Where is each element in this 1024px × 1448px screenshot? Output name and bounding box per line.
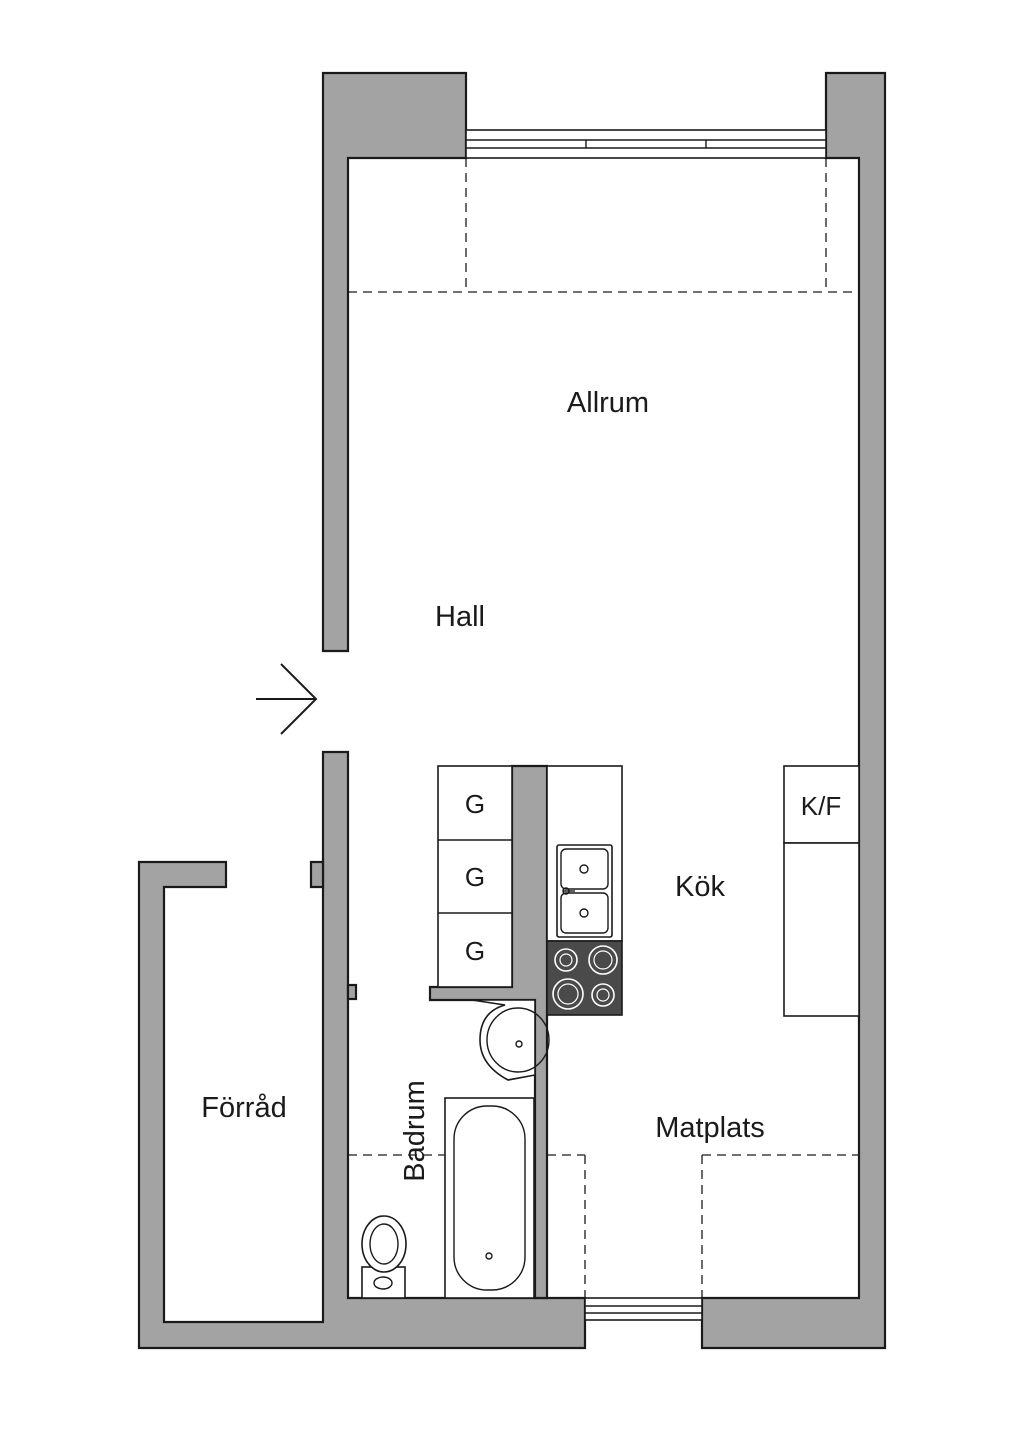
wall-jamb	[346, 983, 358, 1001]
wardrobes	[437, 765, 513, 988]
toilet-icon	[361, 1215, 407, 1299]
window-top	[465, 129, 827, 159]
room-labels: Allrum Hall Kök Matplats Förråd Badrum	[201, 387, 765, 1182]
wardrobe-label-3: G	[465, 936, 485, 966]
entrance-arrow-icon	[256, 663, 318, 735]
washbasin-icon	[471, 999, 550, 1081]
room-label-forrad: Förråd	[201, 1092, 286, 1124]
bathtub-icon	[444, 1097, 535, 1299]
wardrobe-label-2: G	[465, 862, 485, 892]
kitchen-sink-icon	[556, 844, 613, 938]
stove-icon	[546, 940, 623, 1016]
wall-nib	[309, 860, 325, 889]
wall-east	[700, 71, 887, 1350]
room-label-kok: Kök	[675, 871, 725, 903]
wall-southwest	[137, 750, 587, 1350]
room-label-hall: Hall	[435, 601, 485, 633]
dashed-guides	[348, 158, 859, 1298]
appliance-labels: G G G K/F	[465, 789, 841, 966]
wall-northwest	[321, 71, 468, 653]
room-label-allrum: Allrum	[567, 387, 649, 419]
room-label-badrum: Badrum	[399, 1080, 431, 1182]
room-label-matplats: Matplats	[655, 1112, 765, 1144]
fridge-freezer-label: K/F	[801, 791, 841, 821]
window-bottom	[584, 1297, 703, 1321]
fridge-freezer	[783, 765, 860, 1017]
wardrobe-label-1: G	[465, 789, 485, 819]
